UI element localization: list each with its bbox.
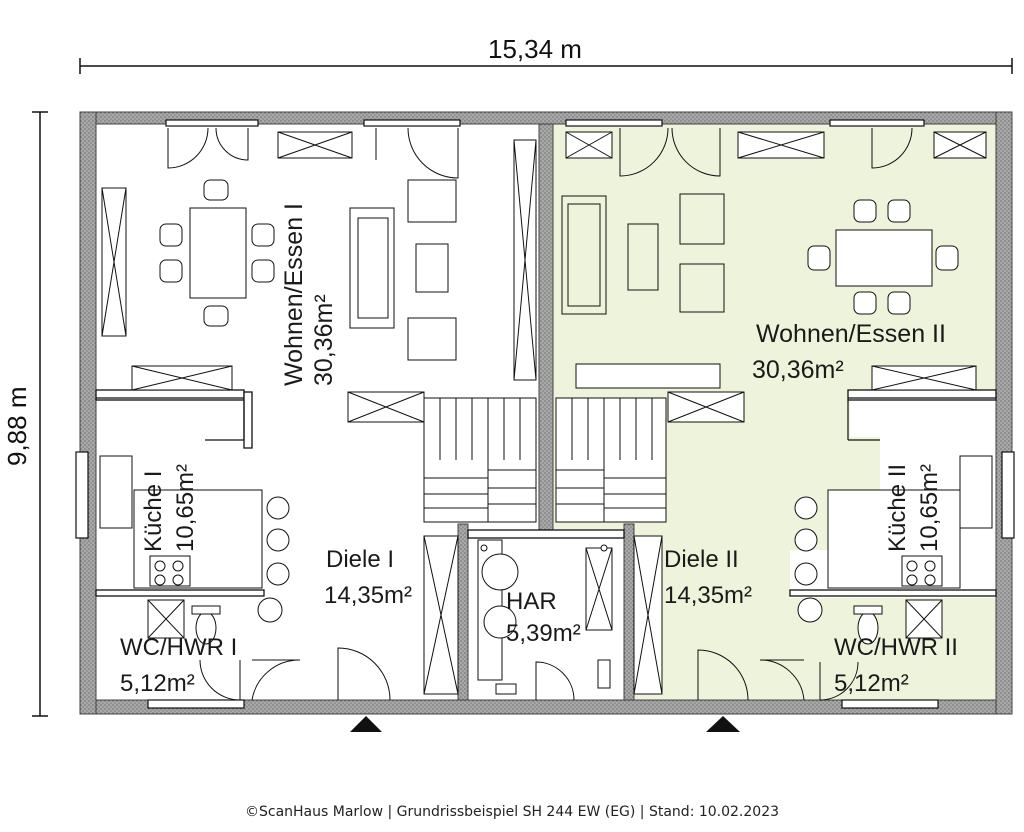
room-label-diele-2-area: 14,35m² xyxy=(664,582,753,609)
room-lines xyxy=(96,397,996,441)
living-furniture-2 xyxy=(561,193,725,315)
width-dimension-label: 15,34 m xyxy=(488,34,582,64)
room-label-wc-hwr-2-area: 5,12m² xyxy=(834,670,909,697)
dimension-lines xyxy=(32,58,1013,717)
kitchen-1 xyxy=(99,455,290,589)
staircase-right xyxy=(555,397,667,523)
room-label-wohnen-essen-2-area: 30,36m² xyxy=(752,356,844,384)
windows xyxy=(75,119,1015,709)
footer-caption: ©ScanHaus Marlow | Grundrissbeispiel SH … xyxy=(244,804,780,820)
har-fixtures xyxy=(477,539,611,695)
room-label-wc-hwr-1-area: 5,12m² xyxy=(120,670,195,697)
room-label-wc-hwr-1-name: WC/HWR I xyxy=(120,634,238,661)
kitchen-2 xyxy=(794,455,993,589)
room-label-kueche-2-name: Küche II xyxy=(884,463,911,552)
room-label-diele-1-name: Diele I xyxy=(326,546,395,573)
room-label-wohnen-essen-1-name: Wohnen/Essen I xyxy=(280,203,308,386)
room-label-diele-1-area: 14,35m² xyxy=(324,582,413,609)
interior-walls xyxy=(95,389,997,597)
entrance-markers xyxy=(350,716,740,732)
dining-set-1 xyxy=(159,179,275,327)
cabinets xyxy=(101,131,987,695)
room-label-kueche-1-area: 10,65m² xyxy=(172,463,199,552)
room-label-kueche-2-area: 10,65m² xyxy=(916,463,943,552)
room-label-wc-hwr-2-name: WC/HWR II xyxy=(834,634,958,661)
living-furniture-1 xyxy=(349,179,457,361)
room-label-har-area: 5,39m² xyxy=(506,620,581,647)
room-label-kueche-1-name: Küche I xyxy=(140,470,167,552)
height-dimension-label: 9,88 m xyxy=(2,386,32,467)
room-label-wohnen-essen-1-area: 30,36m² xyxy=(310,294,338,386)
room-label-wohnen-essen-2-name: Wohnen/Essen II xyxy=(756,320,946,348)
staircase-left xyxy=(423,397,537,523)
dining-set-2 xyxy=(807,199,959,315)
doors xyxy=(167,127,913,701)
room-label-diele-2-name: Diele II xyxy=(664,546,739,573)
wc-fixtures xyxy=(191,597,883,645)
room-label-har-name: HAR xyxy=(506,588,557,615)
